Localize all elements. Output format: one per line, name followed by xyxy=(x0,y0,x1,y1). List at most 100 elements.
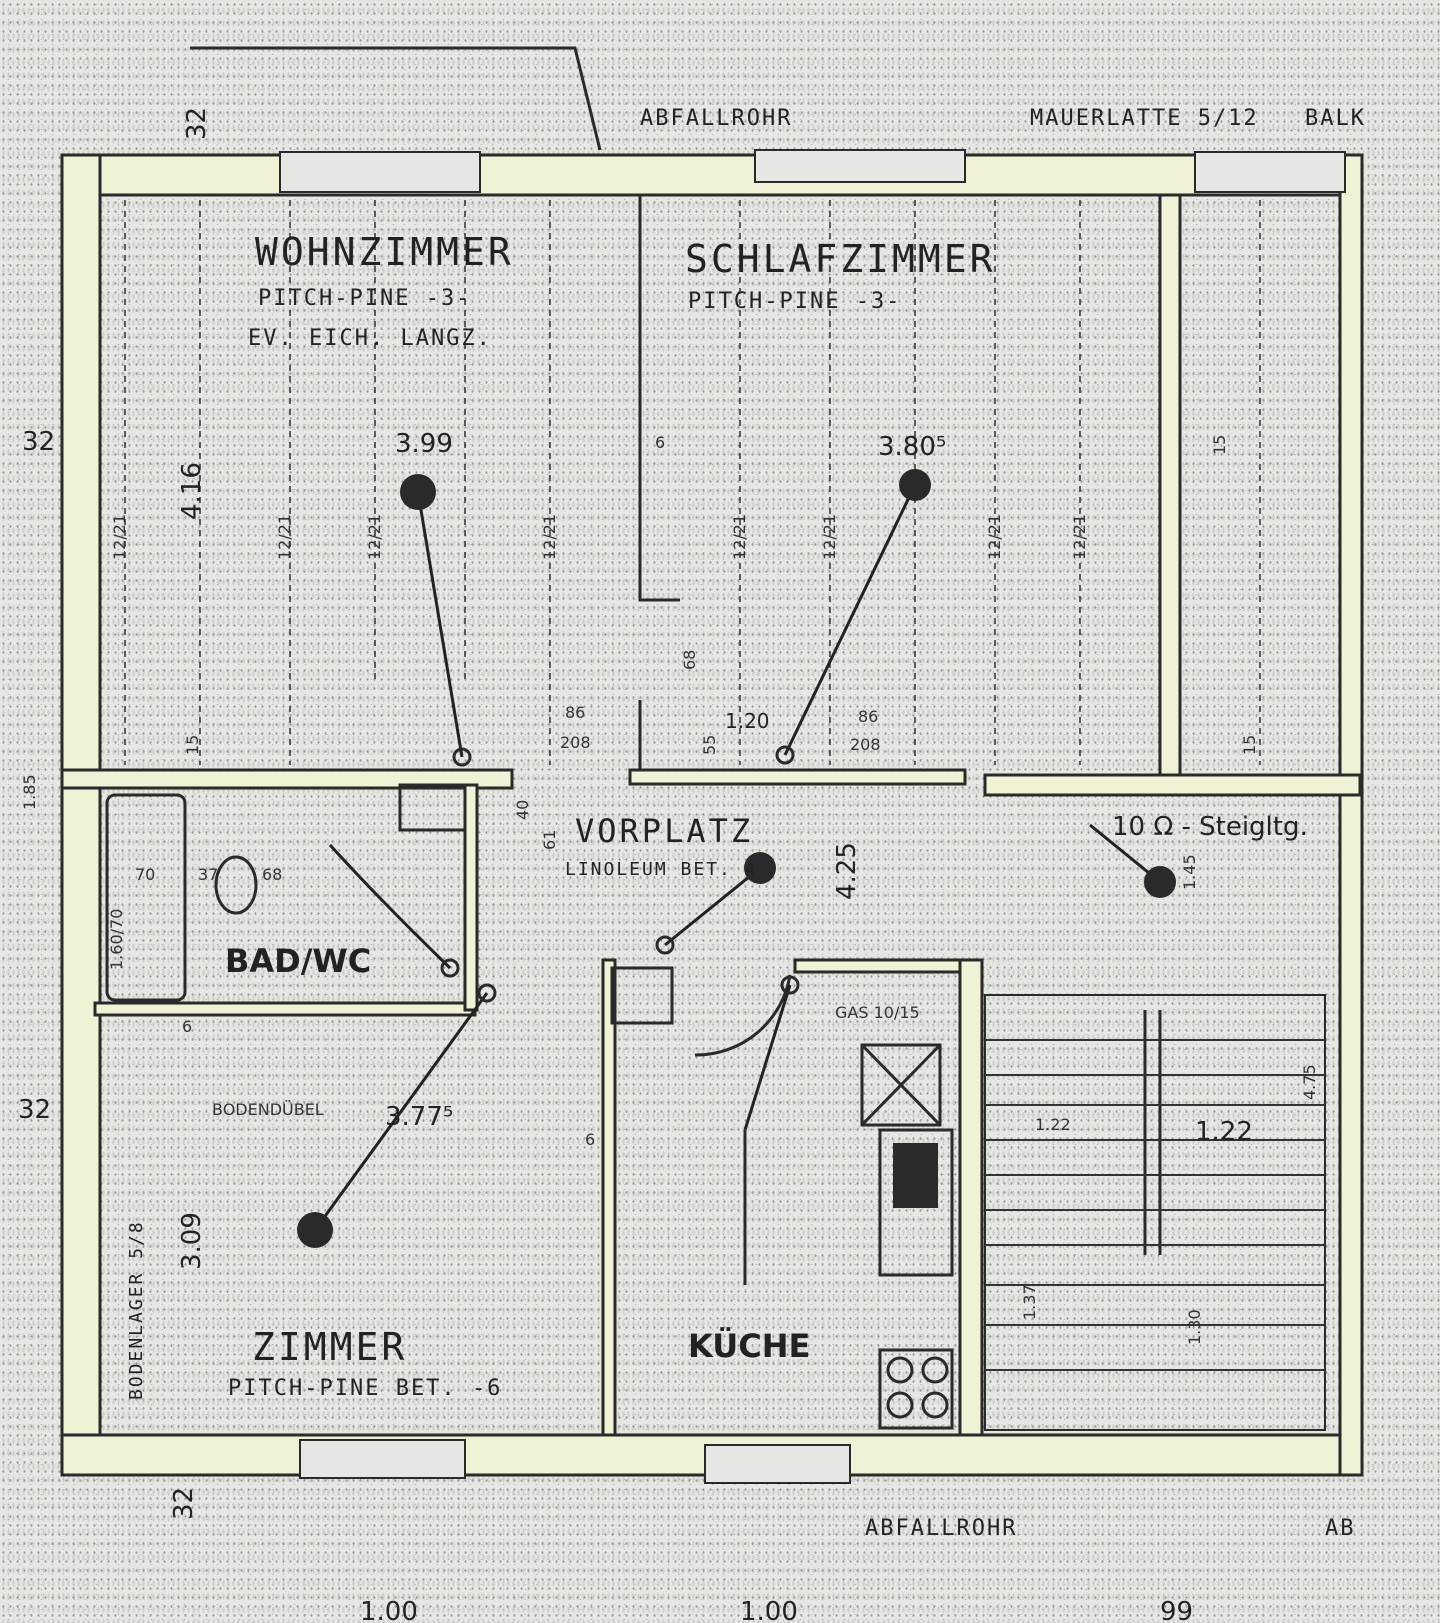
staircase xyxy=(984,994,1326,1431)
stair-dim: 1.30 xyxy=(1185,1309,1204,1345)
small-dim: 55 xyxy=(700,735,719,755)
small-dim: 208 xyxy=(560,733,591,752)
label-balk: BALK xyxy=(1305,106,1366,131)
room-name-zimmer: ZIMMER xyxy=(252,1325,407,1369)
kitchen-wall xyxy=(793,958,962,974)
bath-wall xyxy=(463,783,479,1012)
ceiling-lamps xyxy=(297,469,1176,1248)
dim-bottom: 99 xyxy=(1160,1597,1193,1623)
partition xyxy=(638,195,680,602)
dim-32: 32 xyxy=(169,1487,199,1520)
switch-icon xyxy=(775,745,795,765)
switch-icon xyxy=(440,958,460,978)
switch-icon xyxy=(477,983,497,1003)
beam-label: 12/21 xyxy=(1070,514,1089,560)
small-dim: 15 xyxy=(1210,435,1229,455)
floor-zimmer: PITCH-PINE BET. -6 xyxy=(228,1376,502,1401)
floor-schlafzimmer: PITCH-PINE -3- xyxy=(688,289,901,314)
cabinet-cross xyxy=(860,1043,942,1127)
room-name-bad: BAD/WC xyxy=(225,942,371,980)
dim-bath: 1.60/70 xyxy=(107,909,126,970)
floor-vorplatz: LINOLEUM BET. 4 xyxy=(565,859,758,880)
small-dim: 40 xyxy=(513,800,532,820)
dim-zimmer-depth: 3.09 xyxy=(177,1212,207,1270)
beam-label: 12/21 xyxy=(985,514,1004,560)
small-dim: 61 xyxy=(540,830,559,850)
switch-icon xyxy=(452,747,472,767)
wall xyxy=(628,768,967,786)
burner-icon xyxy=(886,1391,914,1419)
sink-basin xyxy=(893,1143,938,1208)
burner-icon xyxy=(886,1356,914,1384)
small-dim: 6 xyxy=(585,1130,595,1149)
dim-bath: 70 xyxy=(135,865,155,884)
lamp-icon xyxy=(297,1212,333,1248)
cabinet xyxy=(860,1043,942,1127)
small-dim: 68 xyxy=(680,650,699,670)
window xyxy=(1194,151,1346,193)
lamp-icon xyxy=(400,474,436,510)
west-wall xyxy=(60,153,102,1477)
dim-32: 32 xyxy=(18,1095,51,1125)
stair-dim: 4.75 xyxy=(1300,1064,1319,1100)
beam-label: 12/21 xyxy=(540,514,559,560)
stair-dim: 1.22 xyxy=(1035,1115,1071,1134)
bath-wall xyxy=(93,1001,477,1017)
small-dim: 15 xyxy=(1240,735,1259,755)
stair-dim: 1.45 xyxy=(1180,854,1199,890)
dim-wohnzimmer-depth: 4.16 xyxy=(177,462,207,520)
door-swing xyxy=(694,974,792,1057)
stair-dim: 1.37 xyxy=(1020,1284,1039,1320)
roof-outline xyxy=(190,46,602,151)
beam-label: 12/21 xyxy=(110,514,129,560)
small-dim: 15 xyxy=(183,735,202,755)
wall xyxy=(1158,193,1182,777)
dim-185: 1.85 xyxy=(20,774,39,810)
dim-bath: 37 xyxy=(198,865,218,884)
small-dim: 208 xyxy=(850,735,881,754)
small-dim: 86 xyxy=(858,707,878,726)
label-abfallrohr-top: ABFALLROHR xyxy=(640,106,792,131)
window xyxy=(754,149,966,183)
dim-bath: 68 xyxy=(262,865,282,884)
switch-icon xyxy=(655,935,675,955)
room-name-kueche: KÜCHE xyxy=(688,1327,810,1365)
lamp-icon xyxy=(899,469,931,501)
dim-32: 32 xyxy=(22,427,55,457)
dim-32: 32 xyxy=(182,107,212,140)
note-wohnzimmer: EV. EICH. LANGZ. xyxy=(248,326,492,351)
small-dim: 6 xyxy=(655,433,665,452)
label-bodenlager: BODENLAGER 5/8 xyxy=(126,1220,147,1400)
dim-zimmer-width: 3.77⁵ xyxy=(385,1102,453,1132)
beam-label: 12/21 xyxy=(820,514,839,560)
window xyxy=(704,1444,851,1484)
dim-wohnzimmer-width: 3.99 xyxy=(395,429,453,459)
lamp-icon xyxy=(744,852,776,884)
dim-vorplatz: 4.25 xyxy=(832,842,862,900)
toilet xyxy=(214,855,258,915)
stove xyxy=(878,1348,954,1430)
lamp-icon xyxy=(1144,866,1176,898)
dim-bottom: 1.00 xyxy=(360,1597,418,1623)
beam-label: 12/21 xyxy=(365,514,384,560)
sink xyxy=(878,1128,954,1277)
beam-lines xyxy=(124,200,1261,765)
room-name-wohnzimmer: WOHNZIMMER xyxy=(255,230,514,274)
room-name-vorplatz: VORPLATZ xyxy=(575,812,753,850)
east-wall xyxy=(1338,153,1364,1477)
label-steigleitung: 10 Ω - Steigltg. xyxy=(1112,812,1308,842)
kitchen-wall xyxy=(958,958,984,1437)
label-abfallrohr-bottom: ABFALLROHR xyxy=(865,1516,1017,1541)
switch-icon xyxy=(780,975,800,995)
small-dim: 1.20 xyxy=(725,709,770,733)
window xyxy=(299,1439,466,1479)
beam-label: 12/21 xyxy=(275,514,294,560)
north-wall xyxy=(60,153,1362,197)
chimney xyxy=(398,783,467,832)
small-dim: 6 xyxy=(182,1017,192,1036)
kitchen-wall xyxy=(601,958,617,1437)
label-mauerlatte: MAUERLATTE 5/12 xyxy=(1030,106,1259,131)
window xyxy=(279,151,481,193)
beam-label: 12/21 xyxy=(730,514,749,560)
